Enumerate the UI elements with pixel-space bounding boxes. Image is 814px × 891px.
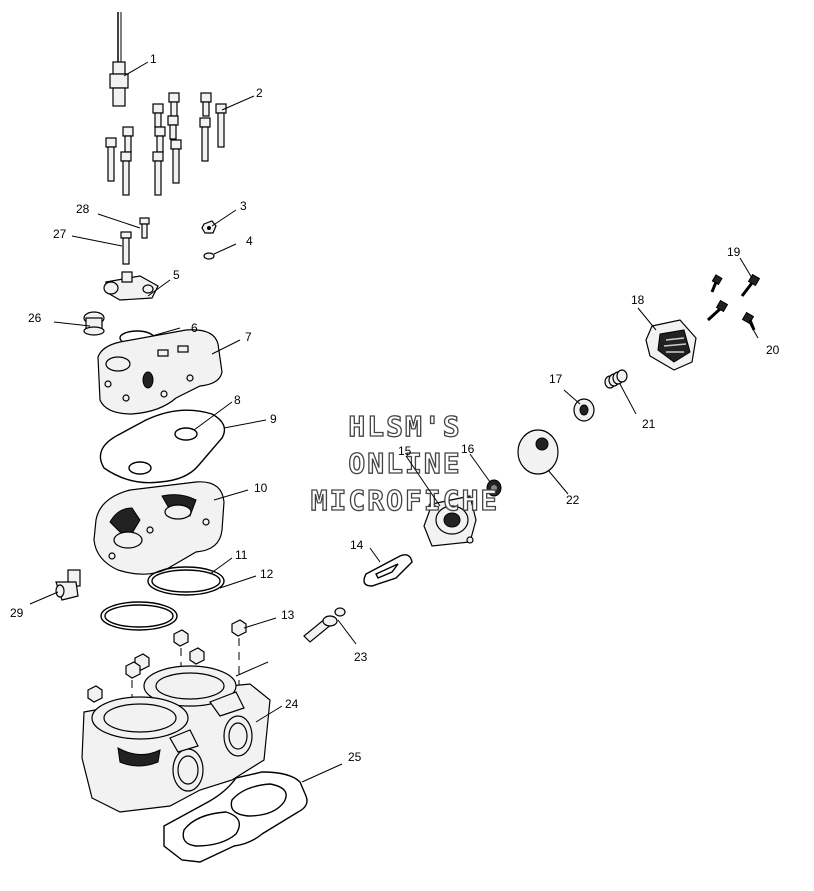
callout-29: 29 [10, 606, 24, 620]
callout-9: 9 [270, 412, 277, 426]
base-gasket-bore [182, 811, 240, 847]
callout-17: 17 [549, 372, 563, 386]
callout-24: 24 [285, 697, 299, 711]
part-26-thermostat [83, 311, 105, 336]
callout-11: 11 [235, 548, 248, 562]
callout-18: 18 [631, 293, 645, 307]
part-12-head-gasket-inner [151, 569, 221, 593]
part-28-bolt [139, 217, 150, 239]
callout-13: 13 [281, 608, 295, 622]
callout-28: 28 [76, 202, 90, 216]
part-8-o-ring [174, 427, 198, 441]
head-gasket-front-inner [104, 604, 174, 628]
part-15-pump-housing [423, 495, 477, 547]
callout-5: 5 [173, 268, 180, 282]
part-1-temperature-sensor [109, 12, 129, 107]
callout-12: 12 [260, 567, 274, 581]
callout-15: 15 [398, 444, 412, 458]
callout-8: 8 [234, 393, 241, 407]
part-7-head-cover [97, 329, 223, 415]
part-2-head-bolts [105, 92, 227, 196]
gasket-hole [128, 461, 152, 475]
part-5-thermostat-housing [103, 271, 159, 301]
part-19-bolts [706, 273, 761, 322]
part-22-impeller [517, 429, 559, 475]
part-20-bolt [741, 311, 756, 331]
callout-25: 25 [348, 750, 362, 764]
callout-22: 22 [566, 493, 580, 507]
leader-lines [29, 61, 759, 783]
part-17-impeller-nut [573, 398, 595, 422]
part-10-cylinder-head [93, 481, 225, 575]
base-gasket-bore [230, 783, 287, 817]
callout-20: 20 [766, 343, 780, 357]
callout-27: 27 [53, 227, 67, 241]
callout-14: 14 [350, 538, 364, 552]
part-18-pump-cover [645, 319, 697, 371]
callout-3: 3 [240, 199, 247, 213]
part-14-pump-gasket [363, 554, 413, 587]
callout-2: 2 [256, 86, 263, 100]
part-23-fitting [303, 607, 346, 643]
callout-4: 4 [246, 234, 253, 248]
callout-numbers: 1 2 3 4 5 6 7 8 9 10 11 12 13 14 15 16 1… [10, 52, 780, 764]
watermark-line-1: HLSM'S [348, 410, 461, 443]
watermark-line-3: MICROFICHE [311, 484, 500, 517]
callout-1: 1 [150, 52, 157, 66]
part-4-washer [203, 252, 215, 260]
callout-10: 10 [254, 481, 268, 495]
part-29-elbow-fitting [55, 569, 81, 601]
part-24-cylinder-block [81, 665, 271, 813]
head-gasket-front [100, 601, 178, 631]
watermark: HLSM'S ONLINE MICROFICHE [310, 409, 500, 517]
callout-16: 16 [461, 442, 475, 456]
part-13-nuts [87, 619, 247, 703]
part-27-bolt [120, 231, 132, 265]
callout-6: 6 [191, 321, 198, 335]
part-11-head-gasket [147, 566, 225, 596]
part-3-nut [201, 220, 217, 234]
callout-19: 19 [727, 245, 741, 259]
callout-26: 26 [28, 311, 42, 325]
callout-7: 7 [245, 330, 252, 344]
part-9-gasket [99, 409, 226, 484]
callout-23: 23 [354, 650, 368, 664]
part-16-seal [486, 479, 502, 497]
part-21-spring [604, 369, 628, 389]
part-25-base-gasket [163, 771, 308, 863]
callout-21: 21 [642, 417, 656, 431]
watermark-line-2: ONLINE [348, 447, 461, 480]
